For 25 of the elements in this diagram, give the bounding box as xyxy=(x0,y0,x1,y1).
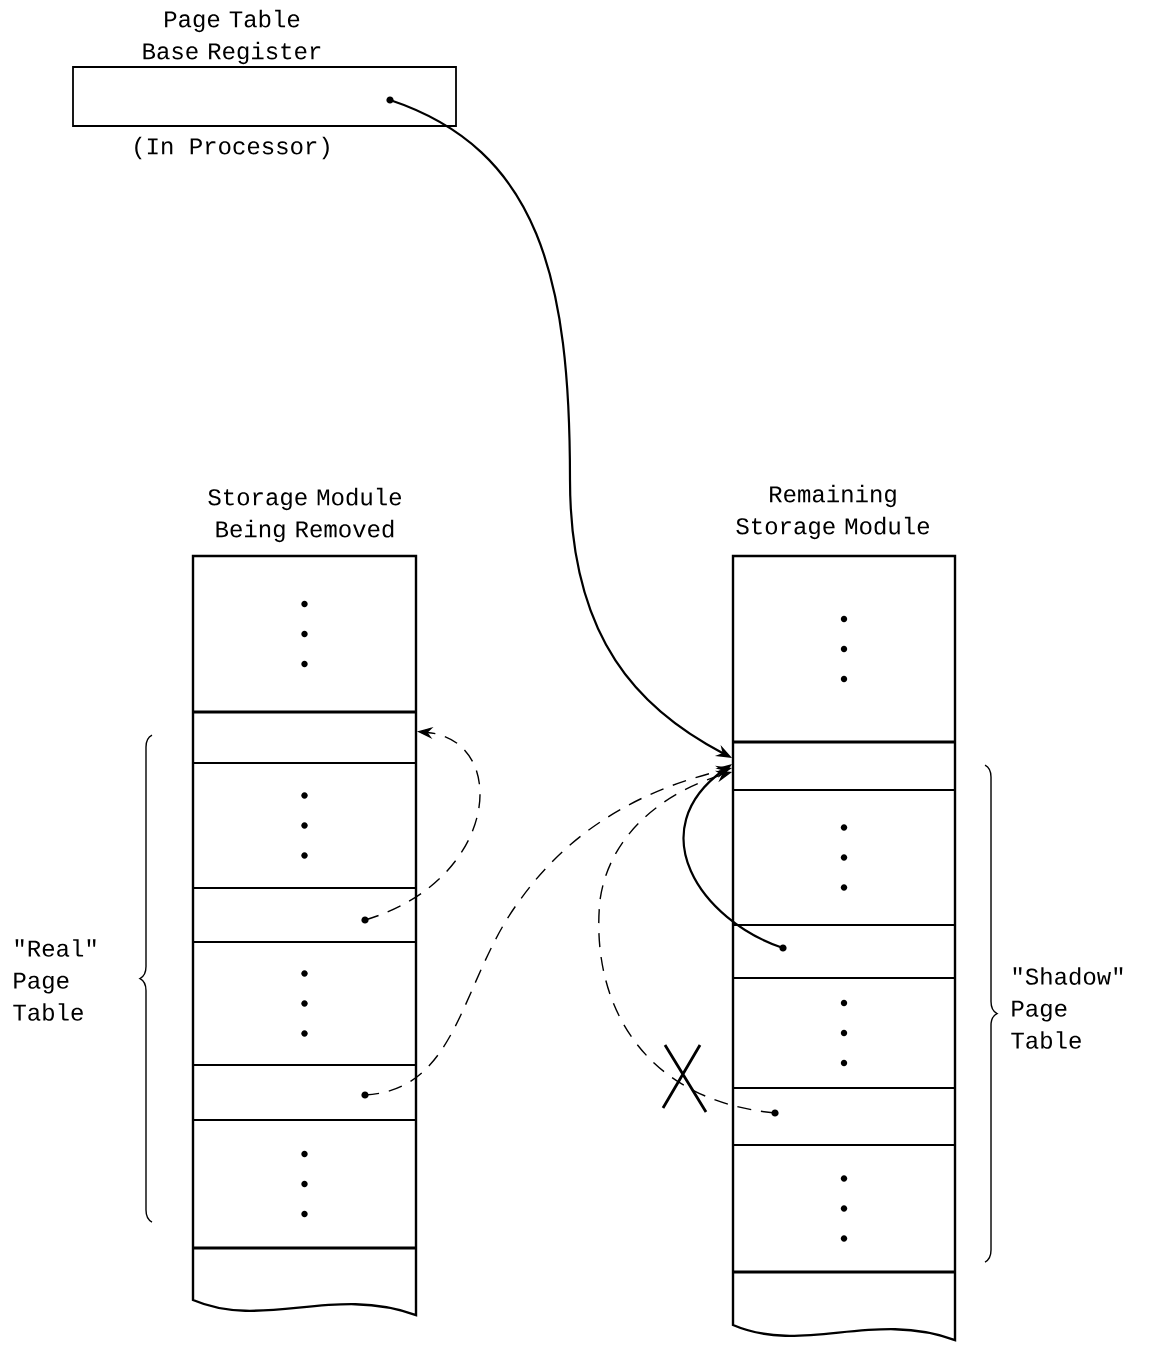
table-row xyxy=(732,1087,956,1146)
table-row xyxy=(192,555,417,713)
table-row xyxy=(732,1144,956,1273)
table-row xyxy=(192,711,417,764)
arrow xyxy=(682,764,784,950)
table-row xyxy=(192,941,417,1066)
node-label: Remaining Storage Module xyxy=(736,484,930,540)
table-row xyxy=(732,977,956,1089)
storage-module: Remaining Storage Module xyxy=(731,484,957,1342)
arrow xyxy=(598,770,776,1114)
node-label: Page Table Base Register xyxy=(143,9,321,65)
table-row xyxy=(192,762,417,889)
brace-label: "Real" Page Table xyxy=(13,939,96,1021)
table-row xyxy=(192,1119,417,1249)
table-row xyxy=(732,741,956,791)
table-row xyxy=(192,1064,417,1121)
register-box: Page Table Base Register (In Processor) xyxy=(72,9,457,160)
brace-label: "Shadow" Page Table xyxy=(1011,967,1123,1049)
storage-module: Storage Module Being Removed xyxy=(191,487,418,1317)
table-row xyxy=(192,887,417,943)
node-label: (In Processor) xyxy=(135,136,329,160)
node-label: Storage Module Being Removed xyxy=(208,487,402,543)
table-row xyxy=(732,555,956,743)
table-row xyxy=(732,789,956,926)
table-row xyxy=(732,924,956,979)
